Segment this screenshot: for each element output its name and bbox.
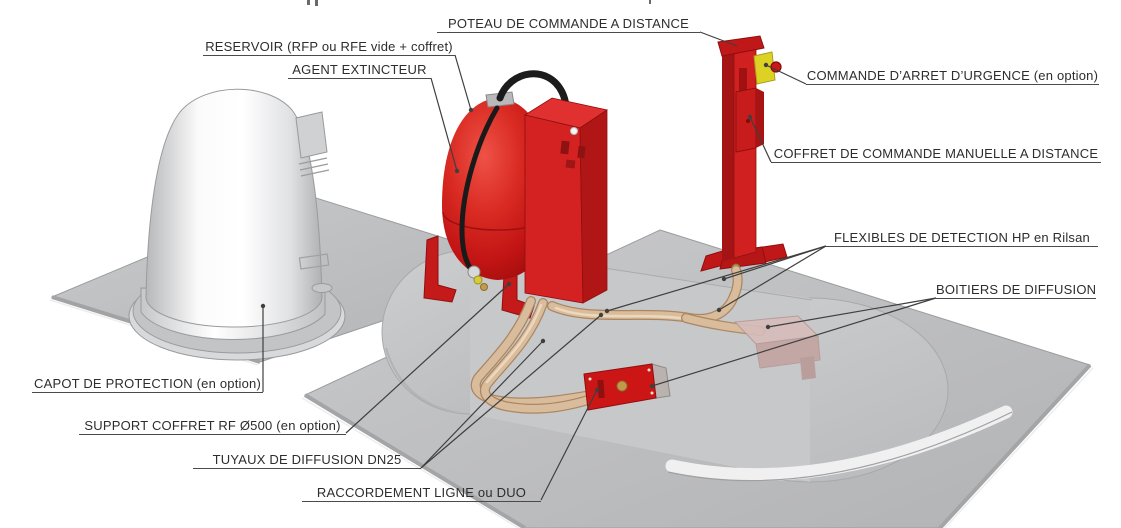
leader-arret bbox=[765, 64, 807, 85]
label-poteau-de-commande: POTEAU DE COMMANDE A DISTANCE bbox=[437, 17, 700, 33]
extinguisher-cabinet bbox=[523, 97, 609, 304]
leader-poteau bbox=[699, 31, 738, 47]
leader-lines bbox=[262, 31, 937, 501]
remote-control-post bbox=[700, 35, 788, 273]
emergency-stop-button bbox=[770, 61, 782, 73]
leader-support bbox=[345, 283, 510, 434]
label-raccordement: RACCORDEMENT LIGNE ou DUO bbox=[302, 486, 541, 502]
label-reservoir: RESERVOIR (RFP ou RFE vide + coffret) bbox=[203, 40, 455, 56]
post-slot bbox=[739, 68, 747, 92]
manual-control-box bbox=[735, 87, 764, 153]
label-capot-protection: CAPOT DE PROTECTION (en option) bbox=[32, 376, 263, 393]
leader-boitiers-1 bbox=[767, 297, 937, 328]
tank-front-hose bbox=[459, 105, 500, 280]
label-commande-arret-urgence: COMMANDE D’ARRET D’URGENCE (en option) bbox=[806, 68, 1099, 85]
label-coffret-commande-manuelle: COFFRET DE COMMANDE MANUELLE A DISTANCE bbox=[771, 147, 1101, 163]
leader-flexibles-3 bbox=[606, 245, 827, 312]
label-tuyaux-diffusion: TUYAUX DE DIFFUSION DN25 bbox=[193, 453, 421, 469]
label-support-coffret: SUPPORT COFFRET RF Ø500 (en option) bbox=[79, 419, 346, 435]
tank-bracket-left bbox=[423, 235, 457, 303]
leader-raccordement bbox=[540, 389, 598, 501]
emergency-stop-box bbox=[753, 51, 782, 85]
label-agent-extincteur: AGENT EXTINCTEUR bbox=[288, 63, 431, 79]
cover-vent-slot bbox=[295, 111, 328, 159]
cropped-text-artifact bbox=[307, 0, 651, 6]
connection-box bbox=[583, 363, 671, 411]
leader-agent bbox=[430, 77, 458, 172]
cabinet-lock bbox=[570, 127, 578, 135]
diffusion-box-right bbox=[733, 315, 821, 380]
connection-fitting bbox=[616, 380, 628, 392]
leader-reservoir bbox=[454, 54, 472, 111]
protective-cover bbox=[140, 88, 333, 340]
tank-valve bbox=[467, 265, 488, 291]
leader-boitiers-2 bbox=[651, 297, 937, 387]
leader-flexibles-2 bbox=[718, 245, 827, 311]
cover-latch bbox=[298, 253, 330, 270]
leader-tuyaux-1 bbox=[420, 340, 544, 469]
diffusion-pipe-down bbox=[470, 296, 593, 414]
cover-handle bbox=[311, 283, 333, 293]
leader-tuyaux-2 bbox=[420, 314, 602, 469]
leader-coffret bbox=[749, 116, 772, 163]
label-boitiers-diffusion: BOITIERS DE DIFFUSION bbox=[936, 282, 1097, 299]
leader-dots bbox=[260, 62, 771, 393]
label-flexibles-detection: FLEXIBLES DE DETECTION HP en Rilsan bbox=[826, 231, 1098, 247]
